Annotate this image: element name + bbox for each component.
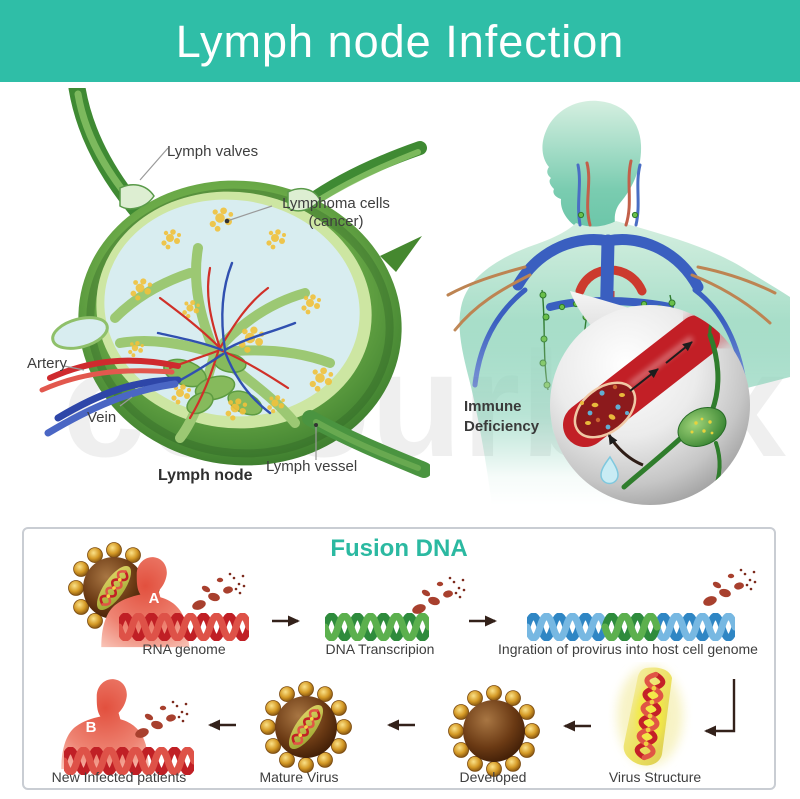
rna-helix-icon (119, 613, 249, 641)
blood-cells-icon (701, 568, 757, 608)
droplet-icon (600, 455, 619, 485)
mature-virus-icon (260, 681, 352, 773)
badge-b: B (85, 719, 97, 736)
virus-particles (580, 384, 629, 430)
title-bar (0, 0, 800, 82)
leader-lines (63, 147, 317, 460)
page-title: Lymph node Infection (175, 16, 625, 67)
artery-vessel (47, 357, 181, 381)
arrow-elbow-icon (704, 679, 736, 737)
label-developed: Developed (459, 769, 527, 785)
developed-virus-icon (448, 685, 540, 777)
label-rna-genome: RNA genome (142, 641, 226, 657)
blood-cells-icon (133, 700, 189, 740)
vein-vessel (54, 376, 182, 422)
label-lymph-node: Lymph node (158, 467, 253, 484)
torso-head (542, 100, 642, 228)
fusion-dna-panel: Fusion DNA A RNA genome DNA Transcripion… (22, 527, 776, 790)
arrow-left-icon (563, 720, 591, 732)
arrow-right-icon (272, 615, 300, 627)
provirus-helix-icon (527, 613, 735, 641)
virus-structure-icon (617, 666, 683, 766)
dna-helix-green-icon (325, 613, 429, 641)
badge-a: A (148, 590, 160, 607)
lymph-node-illustration (39, 88, 430, 478)
label-mature-virus: Mature Virus (259, 769, 339, 785)
arrow-left-icon (387, 719, 415, 731)
label-vein: Vein (87, 409, 117, 426)
label-integration: Ingration of provirus into host cell gen… (498, 641, 758, 657)
label-artery: Artery (27, 355, 68, 372)
label-new-infected: New Infected patients (51, 769, 187, 785)
blood-cells-icon (410, 576, 466, 616)
arrow-left-icon (208, 719, 236, 731)
label-immune-deficiency: Immune Deficiency (464, 398, 540, 435)
arrow-right-icon (469, 615, 497, 627)
immune-deficiency-illustration (446, 100, 790, 505)
label-virus-structure: Virus Structure (608, 769, 702, 785)
label-lymph-vessel: Lymph vessel (266, 458, 358, 475)
label-lymphoma-cells: Lymphoma cells (cancer) (282, 195, 390, 230)
blood-cells-icon (190, 572, 246, 612)
label-dna-transcription: DNA Transcripion (325, 641, 435, 657)
fusion-panel-title: Fusion DNA (330, 535, 468, 562)
label-lymph-valves: Lymph valves (167, 143, 259, 160)
